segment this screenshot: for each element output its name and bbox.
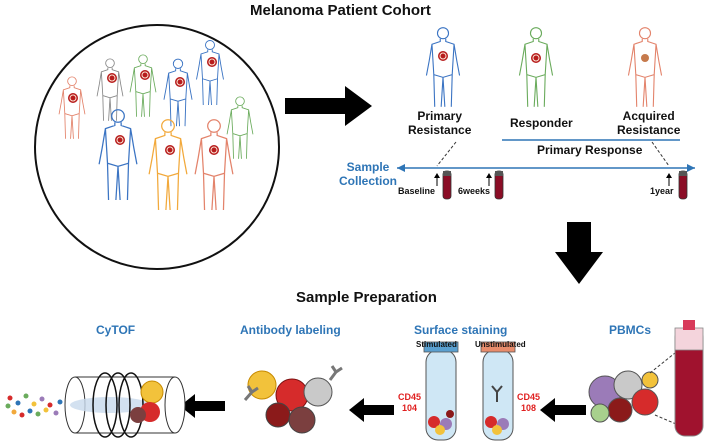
label-6weeks: 6weeks — [458, 186, 491, 196]
label-surface-staining: Surface staining — [414, 323, 508, 337]
prep-title: Sample Preparation — [296, 289, 437, 306]
arrow-left-icon — [180, 394, 225, 418]
stimulated-tube — [423, 341, 459, 441]
arrow-left-icon — [349, 398, 394, 422]
figure-primary-resistance — [425, 27, 461, 108]
label-cytof: CyTOF — [96, 323, 136, 337]
label-baseline: Baseline — [398, 186, 436, 196]
cohort-title: Melanoma Patient Cohort — [250, 2, 431, 19]
label-acquired-resistance: Acquired Resistance — [617, 109, 681, 137]
arrow-down-icon — [555, 222, 603, 284]
pbmc-cluster — [588, 370, 659, 423]
label-unstimulated: Unstimulated — [475, 340, 526, 349]
label-antibody-labeling: Antibody labeling — [240, 323, 341, 337]
ion-cloud — [5, 393, 63, 418]
timeline — [397, 141, 695, 200]
cytof-instrument — [64, 372, 186, 438]
label-primary-resistance: Primary Resistance — [408, 109, 472, 137]
label-stimulated: Stimulated — [416, 340, 457, 349]
label-1year: 1year — [650, 186, 674, 196]
labeled-cells — [243, 365, 343, 434]
arrow-left-icon — [540, 398, 586, 422]
label-cd45-108: CD45 108 — [517, 392, 541, 413]
label-sample-collection: Sample Collection — [339, 160, 398, 188]
label-responder: Responder — [510, 116, 573, 130]
figure-responder — [518, 27, 554, 108]
figure-acquired-resistance — [627, 27, 663, 108]
blood-tube — [674, 320, 704, 437]
cohort-circle — [34, 24, 280, 270]
arrow-right-icon — [285, 86, 372, 126]
label-pbmcs: PBMCs — [609, 323, 652, 337]
label-primary-response: Primary Response — [537, 143, 643, 157]
unstimulated-tube — [480, 341, 516, 441]
label-cd45-104: CD45 104 — [398, 392, 422, 413]
